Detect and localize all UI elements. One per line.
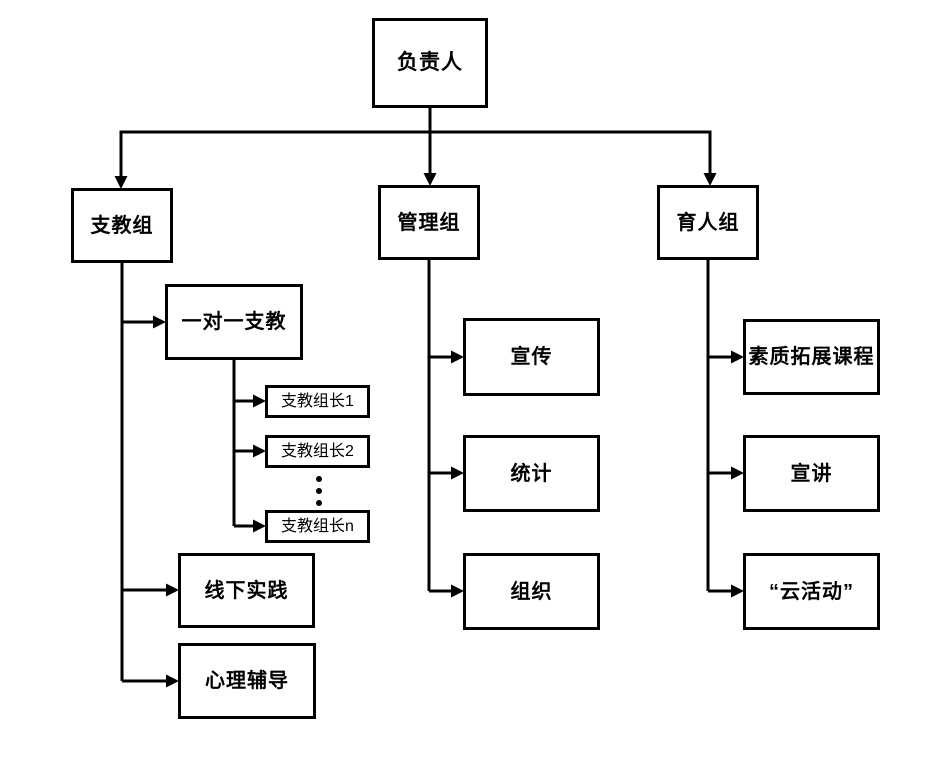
node-cloud-activities: “云活动”: [743, 553, 880, 630]
node-education-group: 育人组: [657, 185, 759, 260]
vertical-ellipsis-icon: [315, 476, 322, 506]
node-publicity: 宣传: [463, 318, 600, 396]
node-statistics: 统计: [463, 435, 600, 512]
node-one-on-one-teaching: 一对一支教: [165, 284, 303, 360]
node-person-in-charge: 负责人: [372, 18, 488, 108]
node-management-group: 管理组: [378, 185, 480, 260]
node-organization: 组织: [463, 553, 600, 630]
node-lecturing: 宣讲: [743, 435, 880, 512]
node-teaching-leader-1: 支教组长1: [265, 385, 370, 418]
node-quality-development-courses: 素质拓展课程: [743, 319, 880, 395]
node-offline-practice: 线下实践: [178, 553, 315, 628]
node-teaching-group: 支教组: [71, 188, 173, 263]
node-teaching-leader-n: 支教组长n: [265, 510, 370, 543]
node-psychological-counseling: 心理辅导: [178, 643, 316, 719]
node-teaching-leader-2: 支教组长2: [265, 435, 370, 468]
